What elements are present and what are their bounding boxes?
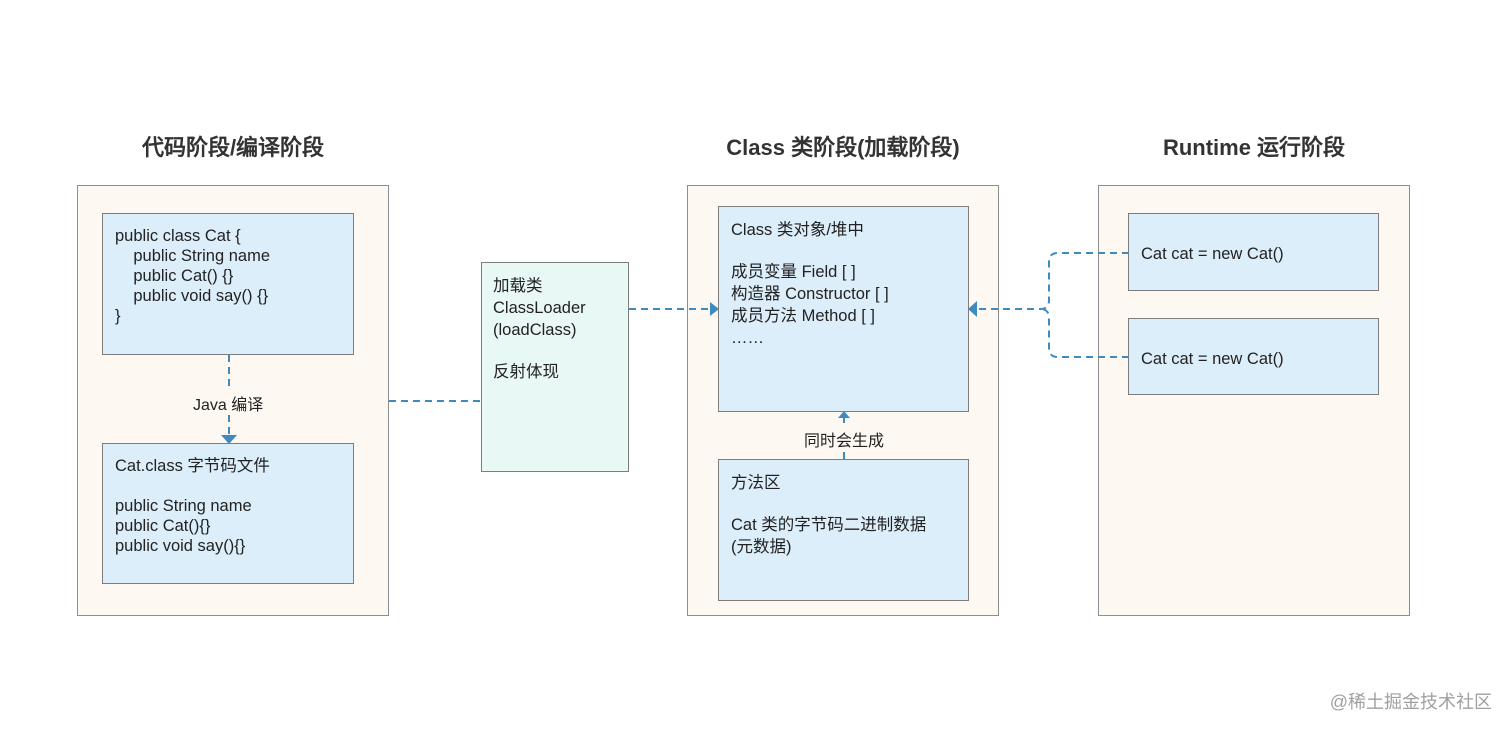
bytecode-line: public void say(){} [115,537,246,555]
loader-line [493,341,617,361]
class-stage-title: Class 类阶段(加载阶段) [726,135,960,160]
compile-arrowhead [221,435,237,444]
generate-label: 同时会生成 [800,427,889,451]
runtime-to-class-line-2 [1039,308,1129,358]
class-object-line: …… [731,329,764,347]
loader-line: (loadClass) [493,321,577,339]
class-object-box: Class 类对象/堆中 成员变量 Field [ ] 构造器 Construc… [718,206,969,412]
runtime-instance-text: Cat cat = new Cat() [1141,350,1284,368]
method-area-line: 方法区 [731,474,781,492]
method-area-arrowhead [838,411,850,418]
runtime-to-class-arrowhead [968,301,977,317]
source-line: public void say() {} [115,287,269,305]
runtime-to-class-line [976,252,1129,310]
class-object-line [731,241,956,261]
source-line: public String name [115,247,270,265]
class-loader-box: 加载类 ClassLoader (loadClass) 反射体现 [481,262,629,472]
runtime-stage-title: Runtime 运行阶段 [1162,135,1346,160]
method-area-line [731,494,956,514]
method-area-line: Cat 类的字节码二进制数据 [731,516,927,534]
bytecode-line: public String name [115,497,252,515]
source-line: public class Cat { [115,227,241,245]
method-area-line: (元数据) [731,538,792,556]
runtime-instance-text: Cat cat = new Cat() [1141,245,1284,263]
loader-to-class-arrowhead [710,302,719,316]
class-object-line: 成员变量 Field [ ] [731,263,856,281]
bytecode-line: Cat.class 字节码文件 [115,457,270,475]
bytecode-line [115,476,341,496]
compile-label: Java 编译 [189,391,268,415]
code-stage-title: 代码阶段/编译阶段 [141,135,325,160]
source-code-box: public class Cat { public String name pu… [102,213,354,355]
loader-line: 反射体现 [493,363,559,381]
bytecode-line: public Cat(){} [115,517,211,535]
method-area-box: 方法区 Cat 类的字节码二进制数据 (元数据) [718,459,969,601]
class-object-line: Class 类对象/堆中 [731,221,864,239]
loader-line: ClassLoader [493,299,586,317]
runtime-instance-box-1: Cat cat = new Cat() [1128,213,1379,291]
source-line: public Cat() {} [115,267,234,285]
watermark: @稀土掘金技术社区 [1329,692,1492,712]
class-object-line: 构造器 Constructor [ ] [731,285,889,303]
source-line: } [115,307,121,325]
loader-line: 加载类 [493,277,543,295]
class-object-line: 成员方法 Method [ ] [731,307,875,325]
runtime-instance-box-2: Cat cat = new Cat() [1128,318,1379,395]
bytecode-file-box: Cat.class 字节码文件 public String name publi… [102,443,354,584]
